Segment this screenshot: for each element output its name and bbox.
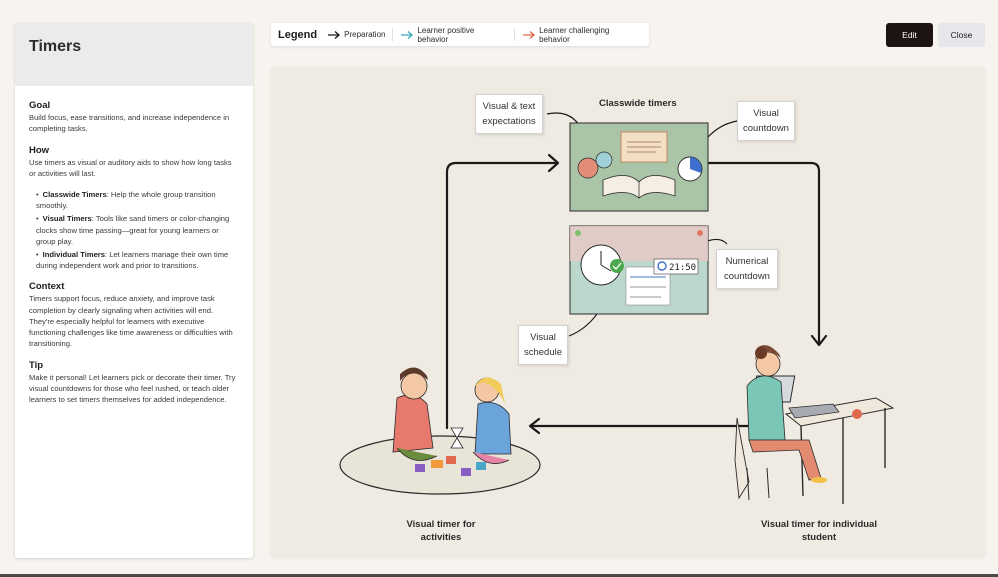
arrow-right-icon [328,30,341,39]
list-item: Classwide Timers: Help the whole group t… [29,189,239,212]
diagram-canvas: 21:50 [271,68,985,558]
legend-item-challenging: Learner challenging behavior [522,26,642,44]
note-visual-text-expectations: Visual & text expectations [475,94,543,134]
how-list: Classwide Timers: Help the whole group t… [29,189,239,271]
legend-item-positive: Learner positive behavior [400,26,507,44]
schedule-screen: 21:50 [569,225,709,315]
legend: Legend Preparation Learner positive beha… [271,23,649,46]
flow-arrow-down [707,161,821,345]
list-item: Individual Timers: Let learners manage t… [29,249,239,272]
note-visual-countdown: Visual countdown [737,101,795,141]
legend-title: Legend [278,28,318,41]
kids-playing-illustration [339,367,541,495]
how-heading: How [29,144,50,156]
flow-arrow-up [445,161,559,430]
legend-divider [514,28,516,41]
goal-text: Build focus, ease transitions, and incre… [29,113,230,134]
arrow-right-icon [401,30,414,39]
arrowhead [810,334,828,347]
info-panel: Timers Goal Build focus, ease transition… [15,23,253,558]
info-panel-body: Goal Build focus, ease transitions, and … [15,86,253,406]
tip-heading: Tip [29,359,44,371]
classwide-title: Classwide timers [599,98,677,109]
note-visual-schedule: Visual schedule [518,325,568,365]
arrowhead [547,153,560,173]
tip-text: Make it personal! Let learners pick or d… [29,372,236,405]
how-text: Use timers as visual or auditory aids to… [29,157,232,178]
caption-visual-timer-activities: Visual timer for activities [406,519,476,543]
classwide-screen [569,122,709,212]
student-at-desk-illustration [734,345,895,504]
numeric-readout: 21:50 [669,263,696,273]
context-heading: Context [29,281,65,293]
goal-heading: Goal [29,100,51,111]
edit-button[interactable]: Edit [886,23,933,47]
close-button[interactable]: Close [938,23,985,47]
panel-title: Timers [29,38,82,55]
legend-divider [392,28,394,41]
arrowhead [528,417,541,435]
list-item: Visual Timers: Tools like sand timers or… [29,213,239,247]
caption-visual-timer-student: Visual timer for individual student [761,519,877,543]
context-text: Timers support focus, reduce anxiety, an… [29,294,233,349]
window-bottom-edge [0,574,998,577]
arrow-right-icon [523,30,536,39]
info-panel-header: Timers [15,23,253,86]
diagram-art: 21:50 [339,112,895,504]
legend-item-preparation: Preparation [327,30,385,40]
note-numerical-countdown: Numerical countdown [716,249,778,289]
